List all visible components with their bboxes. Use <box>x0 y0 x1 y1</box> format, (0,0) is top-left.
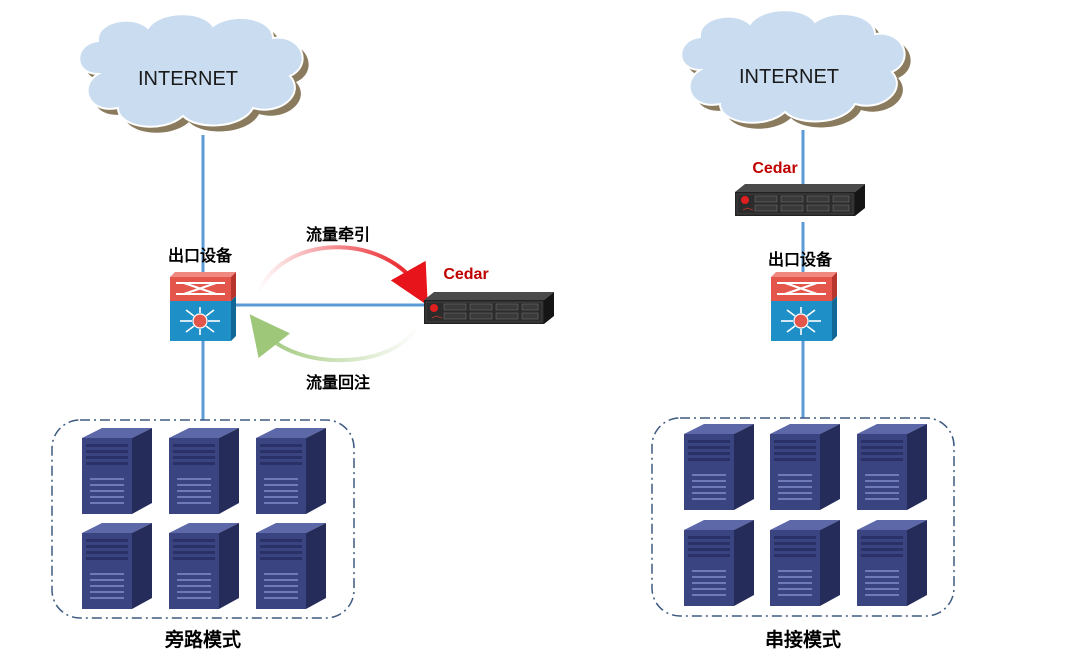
right-mode-label: 串接模式 <box>765 628 841 651</box>
right-server-group-frame <box>651 417 955 617</box>
server-icon <box>169 428 239 514</box>
traffic-redirect-label: 流量牵引 <box>306 225 370 244</box>
left-bypass-diagram: INTERNET 出口设备 流量牵引 流量回注 Cedar 旁路模式 <box>51 13 555 651</box>
server-icon <box>82 428 152 514</box>
right-egress-label: 出口设备 <box>768 250 833 269</box>
traffic-redirect-arrow <box>256 245 428 306</box>
traffic-reinject-arrow <box>249 314 420 363</box>
server-icon <box>256 523 326 609</box>
server-icon <box>256 428 326 514</box>
server-icon <box>684 520 754 606</box>
right-router-switch-icon <box>770 271 838 342</box>
server-icon <box>684 424 754 510</box>
left-egress-label: 出口设备 <box>168 246 233 265</box>
server-icon <box>169 523 239 609</box>
server-icon <box>82 523 152 609</box>
left-server-group-frame <box>51 419 355 619</box>
left-mode-label: 旁路模式 <box>164 628 241 651</box>
left-server-icons <box>82 428 326 609</box>
left-cedar-label: Cedar <box>443 266 488 283</box>
server-icon <box>770 424 840 510</box>
right-cedar-label: Cedar <box>752 160 797 177</box>
right-rack-appliance-icon <box>734 183 866 217</box>
server-icon <box>857 424 927 510</box>
right-inline-diagram: INTERNET Cedar 出口设备 串接模式 <box>651 9 955 651</box>
server-icon <box>770 520 840 606</box>
right-cloud-label: INTERNET <box>739 66 839 88</box>
server-icon <box>857 520 927 606</box>
left-rack-appliance-icon <box>423 291 555 325</box>
left-cloud-label: INTERNET <box>138 68 238 90</box>
left-router-switch-icon <box>169 271 237 342</box>
traffic-reinject-label: 流量回注 <box>306 373 370 392</box>
right-server-icons <box>684 424 927 606</box>
